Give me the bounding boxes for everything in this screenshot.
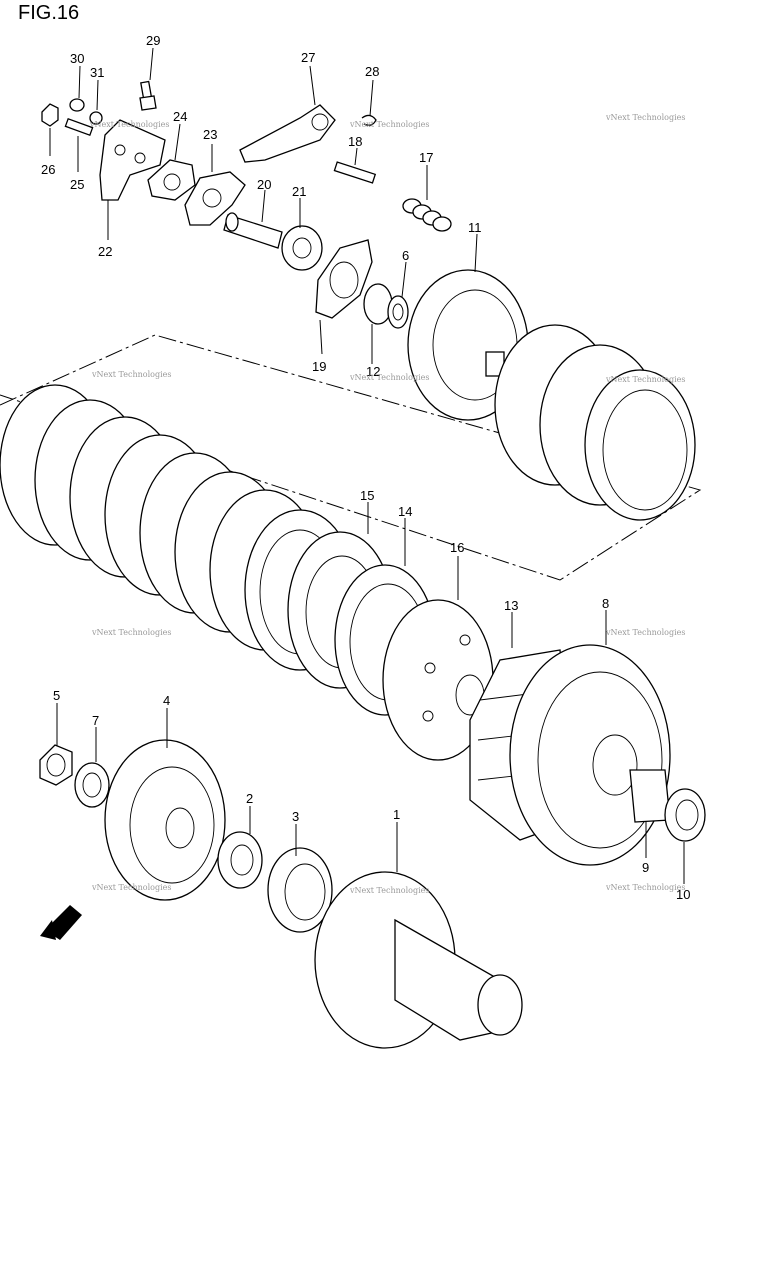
part-31-washer (89, 111, 103, 125)
figure-title: FIG.16 (18, 2, 80, 24)
label-12: 12 (366, 364, 380, 379)
watermark-5: vNext Technologies (349, 373, 429, 382)
label-17: 17 (419, 150, 433, 165)
label-22: 22 (98, 244, 112, 259)
label-26: 26 (41, 162, 55, 177)
part-6-washer (387, 295, 409, 329)
label-3: 3 (292, 809, 299, 824)
part-7-washer (74, 762, 110, 808)
watermark-9: vNext Technologies (91, 883, 171, 892)
part-30-washer (69, 98, 85, 112)
part-17-spring (402, 198, 452, 232)
label-30: 30 (70, 51, 84, 66)
leader-lines (49, 47, 685, 884)
part-19-lifter-plate (315, 239, 373, 319)
part-25-stud (64, 117, 94, 137)
plate-set-right-3 (584, 369, 696, 521)
part-27-lever (239, 104, 336, 163)
label-14: 14 (398, 504, 412, 519)
watermark-8: vNext Technologies (605, 628, 685, 637)
label-13: 13 (504, 598, 518, 613)
label-1: 1 (393, 807, 400, 822)
watermark-1: vNext Technologies (89, 120, 169, 129)
label-21: 21 (292, 184, 306, 199)
part-8-primary-driven-gear (509, 644, 671, 866)
part-18-bolt (333, 161, 377, 184)
part-23-plate (184, 171, 246, 226)
label-31: 31 (90, 65, 104, 80)
plate-group-outline (0, 334, 702, 581)
label-24: 24 (173, 109, 187, 124)
label-11: 11 (468, 220, 482, 235)
label-2: 2 (246, 791, 253, 806)
label-25: 25 (70, 177, 84, 192)
watermark-2: vNext Technologies (349, 120, 429, 129)
label-4: 4 (163, 693, 170, 708)
part-labels: 29 30 31 26 25 22 24 23 20 21 27 28 18 1… (41, 33, 690, 902)
label-19: 19 (312, 359, 326, 374)
label-8: 8 (602, 596, 609, 611)
part-24-gasket (147, 159, 196, 201)
watermark-3: vNext Technologies (605, 113, 685, 122)
label-15: 15 (360, 488, 374, 503)
label-18: 18 (348, 134, 362, 149)
part-12-bearing (363, 283, 393, 325)
label-23: 23 (203, 127, 217, 142)
forward-direction-arrow: FWD (40, 905, 82, 940)
part-28-clip (361, 114, 377, 126)
label-28: 28 (365, 64, 379, 79)
clutch-plate-stack (0, 384, 356, 671)
part-2-spacer (217, 831, 263, 889)
label-9: 9 (642, 860, 649, 875)
part-22-bracket (99, 119, 166, 201)
watermark-10: vNext Technologies (349, 886, 429, 895)
label-27: 27 (301, 50, 315, 65)
label-6: 6 (402, 248, 409, 263)
label-5: 5 (53, 688, 60, 703)
part-10-washer (664, 788, 706, 842)
watermark-7: vNext Technologies (91, 628, 171, 637)
part-26-nut (41, 103, 59, 127)
label-29: 29 (146, 33, 160, 48)
watermark-6: vNext Technologies (605, 375, 685, 384)
watermark-4: vNext Technologies (91, 370, 171, 379)
watermarks: vNext Technologies vNext Technologies vN… (89, 113, 685, 895)
part-21-bearing (281, 225, 323, 271)
watermark-11: vNext Technologies (605, 883, 685, 892)
label-7: 7 (92, 713, 99, 728)
label-10: 10 (676, 887, 690, 902)
part-4-clutch-hub (104, 739, 226, 901)
part-1-clutch-housing (314, 871, 523, 1049)
label-16: 16 (450, 540, 464, 555)
part-9-spacer (629, 769, 671, 823)
label-20: 20 (257, 177, 271, 192)
part-5-nut (39, 744, 73, 786)
part-29-bolt-head (139, 95, 157, 111)
